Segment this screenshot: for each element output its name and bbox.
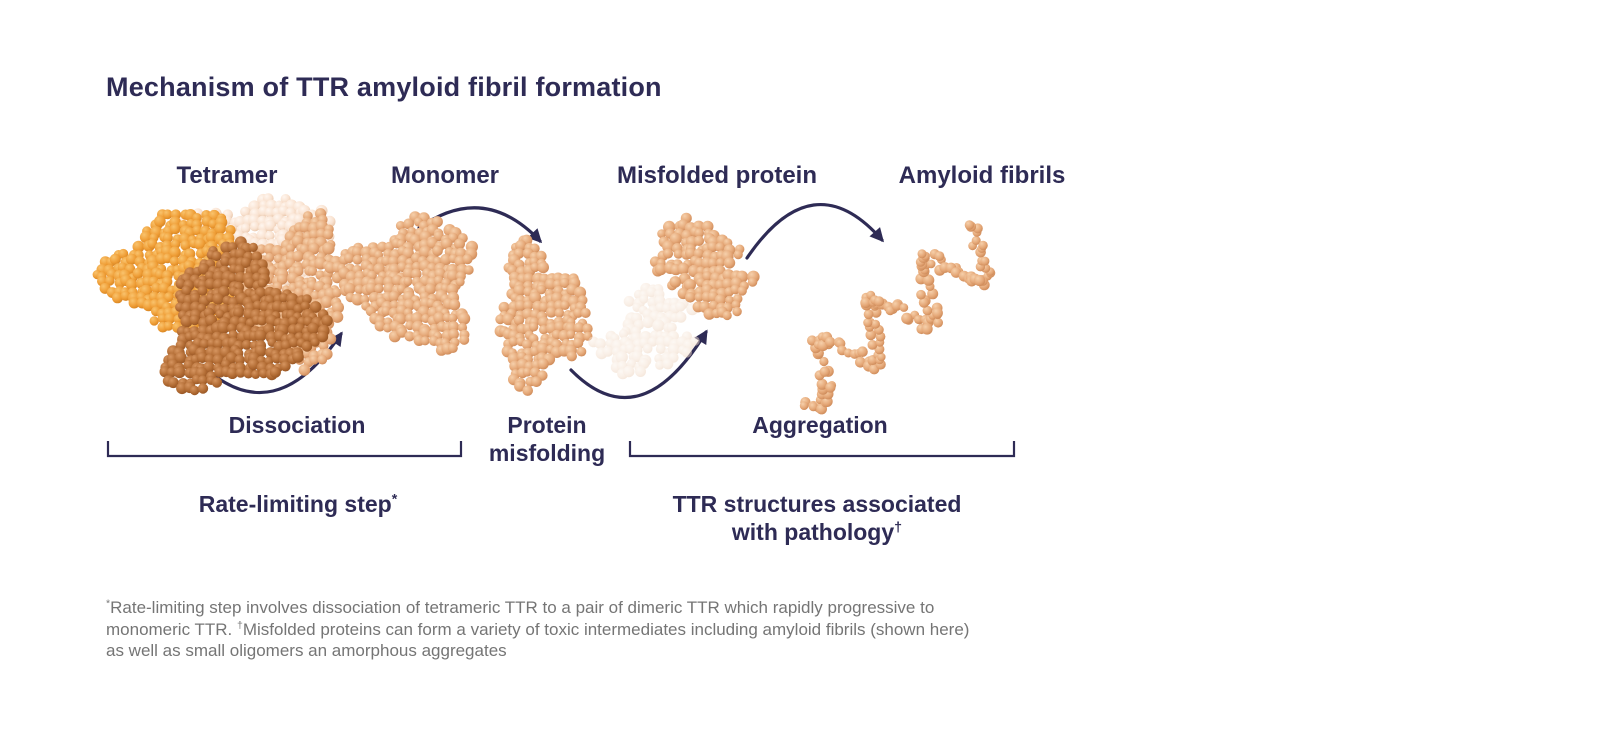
process-label-aggregation: Aggregation: [752, 412, 888, 438]
annotation-ttr-structures-line2: with pathology†: [731, 519, 903, 545]
aggregation-arrow: [745, 203, 884, 260]
annotation-rate-limiting-step: Rate-limiting step*: [199, 490, 398, 518]
brackets: [106, 441, 1016, 458]
process-label-protein-misfolding: Protein misfolding: [489, 411, 605, 467]
stage-label-amyloid-fibrils: Amyloid fibrils: [898, 162, 1066, 189]
process-label-protein-misfolding-line1: Protein: [507, 412, 587, 438]
footnote-line-1: *Rate-limiting step involves dissociatio…: [106, 597, 935, 617]
footnote-line-2: monomeric TTR. †Misfolded proteins can f…: [106, 618, 970, 639]
amyloid-fibril-molecule: [799, 220, 996, 415]
rate-limiting-bracket: [106, 441, 463, 458]
stage-label-misfolded-protein: Misfolded protein: [617, 162, 817, 189]
pathology-bracket: [628, 441, 1016, 458]
process-label-dissociation: Dissociation: [228, 412, 366, 438]
misfolded-protein-molecule: [649, 212, 760, 321]
monomer-molecule: [324, 211, 478, 356]
annotation-ttr-structures-line1: TTR structures associated: [672, 491, 962, 517]
annotation-ttr-structures: TTR structures associated with pathology…: [673, 490, 962, 546]
footnote-line-3: as well as small oligomers an amorphous …: [106, 641, 507, 660]
dagger-superscript: †: [894, 519, 903, 536]
stage-label-tetramer: Tetramer: [176, 162, 278, 189]
asterisk-superscript: *: [391, 491, 398, 508]
footnote-asterisk: *: [106, 597, 111, 610]
footnote: *Rate-limiting step involves dissociatio…: [106, 597, 969, 662]
process-label-protein-misfolding-line2: misfolding: [488, 440, 606, 466]
annotation-rate-limiting-text: Rate-limiting step: [198, 491, 392, 517]
page-title: Mechanism of TTR amyloid fibril formatio…: [106, 72, 662, 102]
ghost-oligomers: [588, 282, 700, 380]
misfolding-intermediate-molecule: [494, 234, 593, 396]
tetramer-molecule: [92, 193, 344, 396]
stage-label-monomer: Monomer: [391, 162, 499, 189]
footnote-dagger: †: [237, 618, 243, 631]
